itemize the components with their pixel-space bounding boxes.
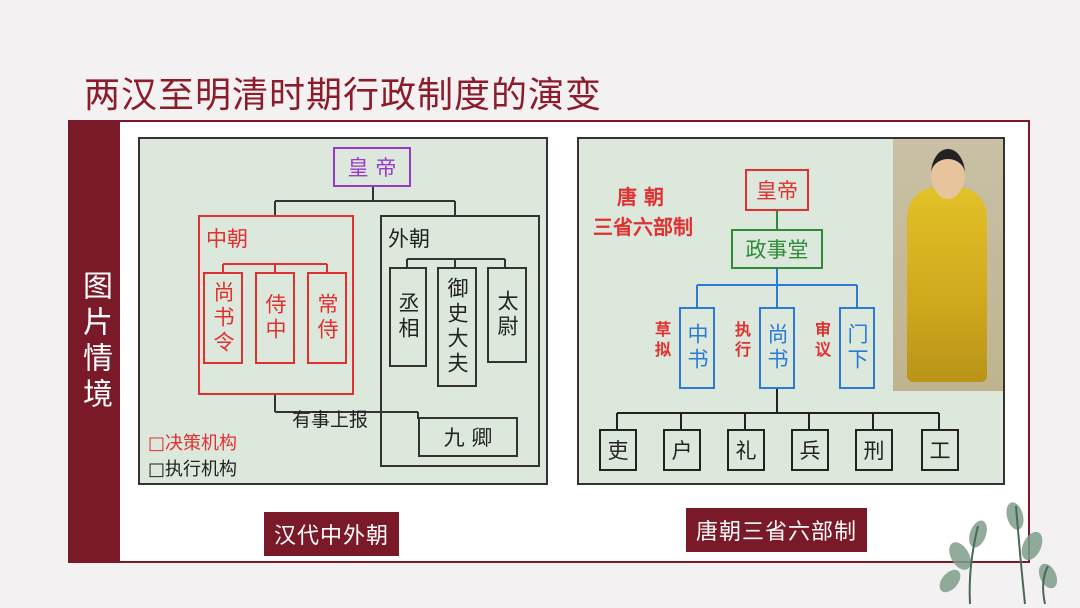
tang-ministry: 工 — [921, 429, 959, 471]
han-inner-item: 侍中 — [255, 272, 295, 364]
han-caption: 汉代中外朝 — [264, 512, 400, 556]
tang-province: 中书 — [679, 307, 715, 389]
han-inner-item: 常侍 — [307, 272, 347, 364]
emperor-portrait — [893, 139, 1003, 391]
sidebar-label: 图片情境 — [68, 120, 120, 563]
robe-shape — [907, 187, 987, 382]
tang-heading-2: 三省六部制 — [593, 215, 693, 239]
tang-connector-lines — [616, 211, 940, 429]
tang-ministry: 礼 — [727, 429, 765, 471]
tang-role: 草拟 — [652, 321, 671, 361]
tang-province: 门下 — [839, 307, 875, 389]
han-emperor-box: 皇 帝 — [333, 147, 411, 187]
han-outer-court-box: 外朝 — [380, 215, 540, 467]
tang-caption: 唐朝三省六部制 — [686, 508, 868, 552]
han-inner-item: 尚书令 — [203, 272, 243, 364]
tang-council-box: 政事堂 — [731, 229, 823, 269]
tang-ministry: 兵 — [791, 429, 829, 471]
tang-ministry: 吏 — [599, 429, 637, 471]
tang-role: 审议 — [812, 321, 831, 361]
tang-heading-1: 唐 朝 — [617, 185, 664, 209]
tang-province: 尚书 — [759, 307, 795, 389]
legend-decision: □决策机构 — [148, 433, 238, 454]
tang-ministry: 户 — [663, 429, 701, 471]
page-title: 两汉至明清时期行政制度的演变 — [84, 75, 603, 116]
legend-execution: □执行机构 — [148, 459, 238, 480]
han-diagram: 皇 帝 中朝 尚书令 侍中 常侍 外朝 丞相 御史大夫 太尉 有事上报 九 卿 … — [138, 137, 548, 485]
han-outer-court-label: 外朝 — [388, 227, 430, 251]
han-outer-item: 御史大夫 — [437, 267, 477, 387]
han-inner-court-label: 中朝 — [206, 227, 248, 251]
tang-emperor-box: 皇帝 — [745, 169, 809, 211]
han-report-label: 有事上报 — [292, 409, 369, 431]
tang-diagram: 唐 朝 三省六部制 皇帝 政事堂 中书 尚书 门下 草拟 执行 审议 吏 户 礼… — [577, 137, 1005, 485]
plant-decoration — [939, 502, 1058, 605]
head-shape — [931, 149, 965, 199]
han-outer-item: 丞相 — [389, 267, 427, 367]
tang-ministry: 刑 — [855, 429, 893, 471]
tang-role: 执行 — [732, 321, 751, 361]
han-jiuqing-box: 九 卿 — [418, 417, 518, 457]
han-outer-item: 太尉 — [487, 267, 527, 363]
han-inner-court-box: 中朝 — [198, 215, 354, 395]
